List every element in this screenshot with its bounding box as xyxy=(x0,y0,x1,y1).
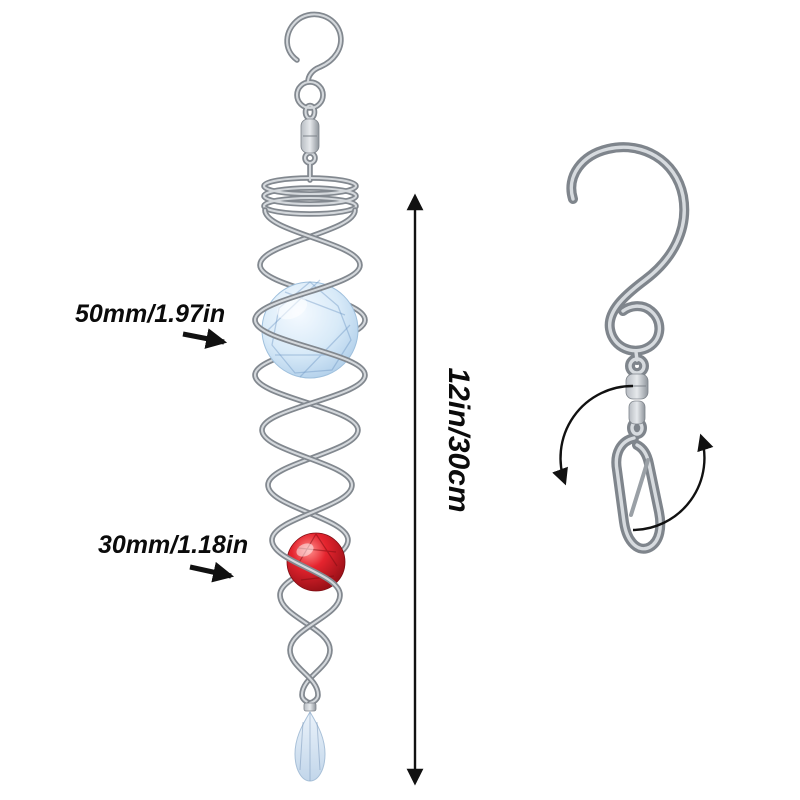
arrow-to-small-ball xyxy=(189,561,235,583)
blue-crystal-ball xyxy=(261,279,359,379)
s-hook-swivel-clip xyxy=(552,147,714,549)
spiral-tail-spinner xyxy=(255,14,365,782)
top-hook xyxy=(264,14,356,214)
red-crystal-ball xyxy=(286,532,346,592)
top-swivel-connector xyxy=(300,118,320,154)
clip-gate xyxy=(629,458,650,517)
rotation-arrows xyxy=(552,384,714,532)
swivel-barrel xyxy=(625,373,649,425)
label-total-length: 12in/30cm xyxy=(442,367,475,512)
label-large-ball-size: 50mm/1.97in xyxy=(75,300,225,328)
label-small-ball-size: 30mm/1.18in xyxy=(98,531,248,559)
dimension-annotations: 50mm/1.97in 30mm/1.18in 12in/30cm xyxy=(75,193,475,786)
arrow-to-large-ball xyxy=(182,328,228,349)
s-hook xyxy=(571,147,684,549)
teardrop-crystal xyxy=(294,702,326,782)
